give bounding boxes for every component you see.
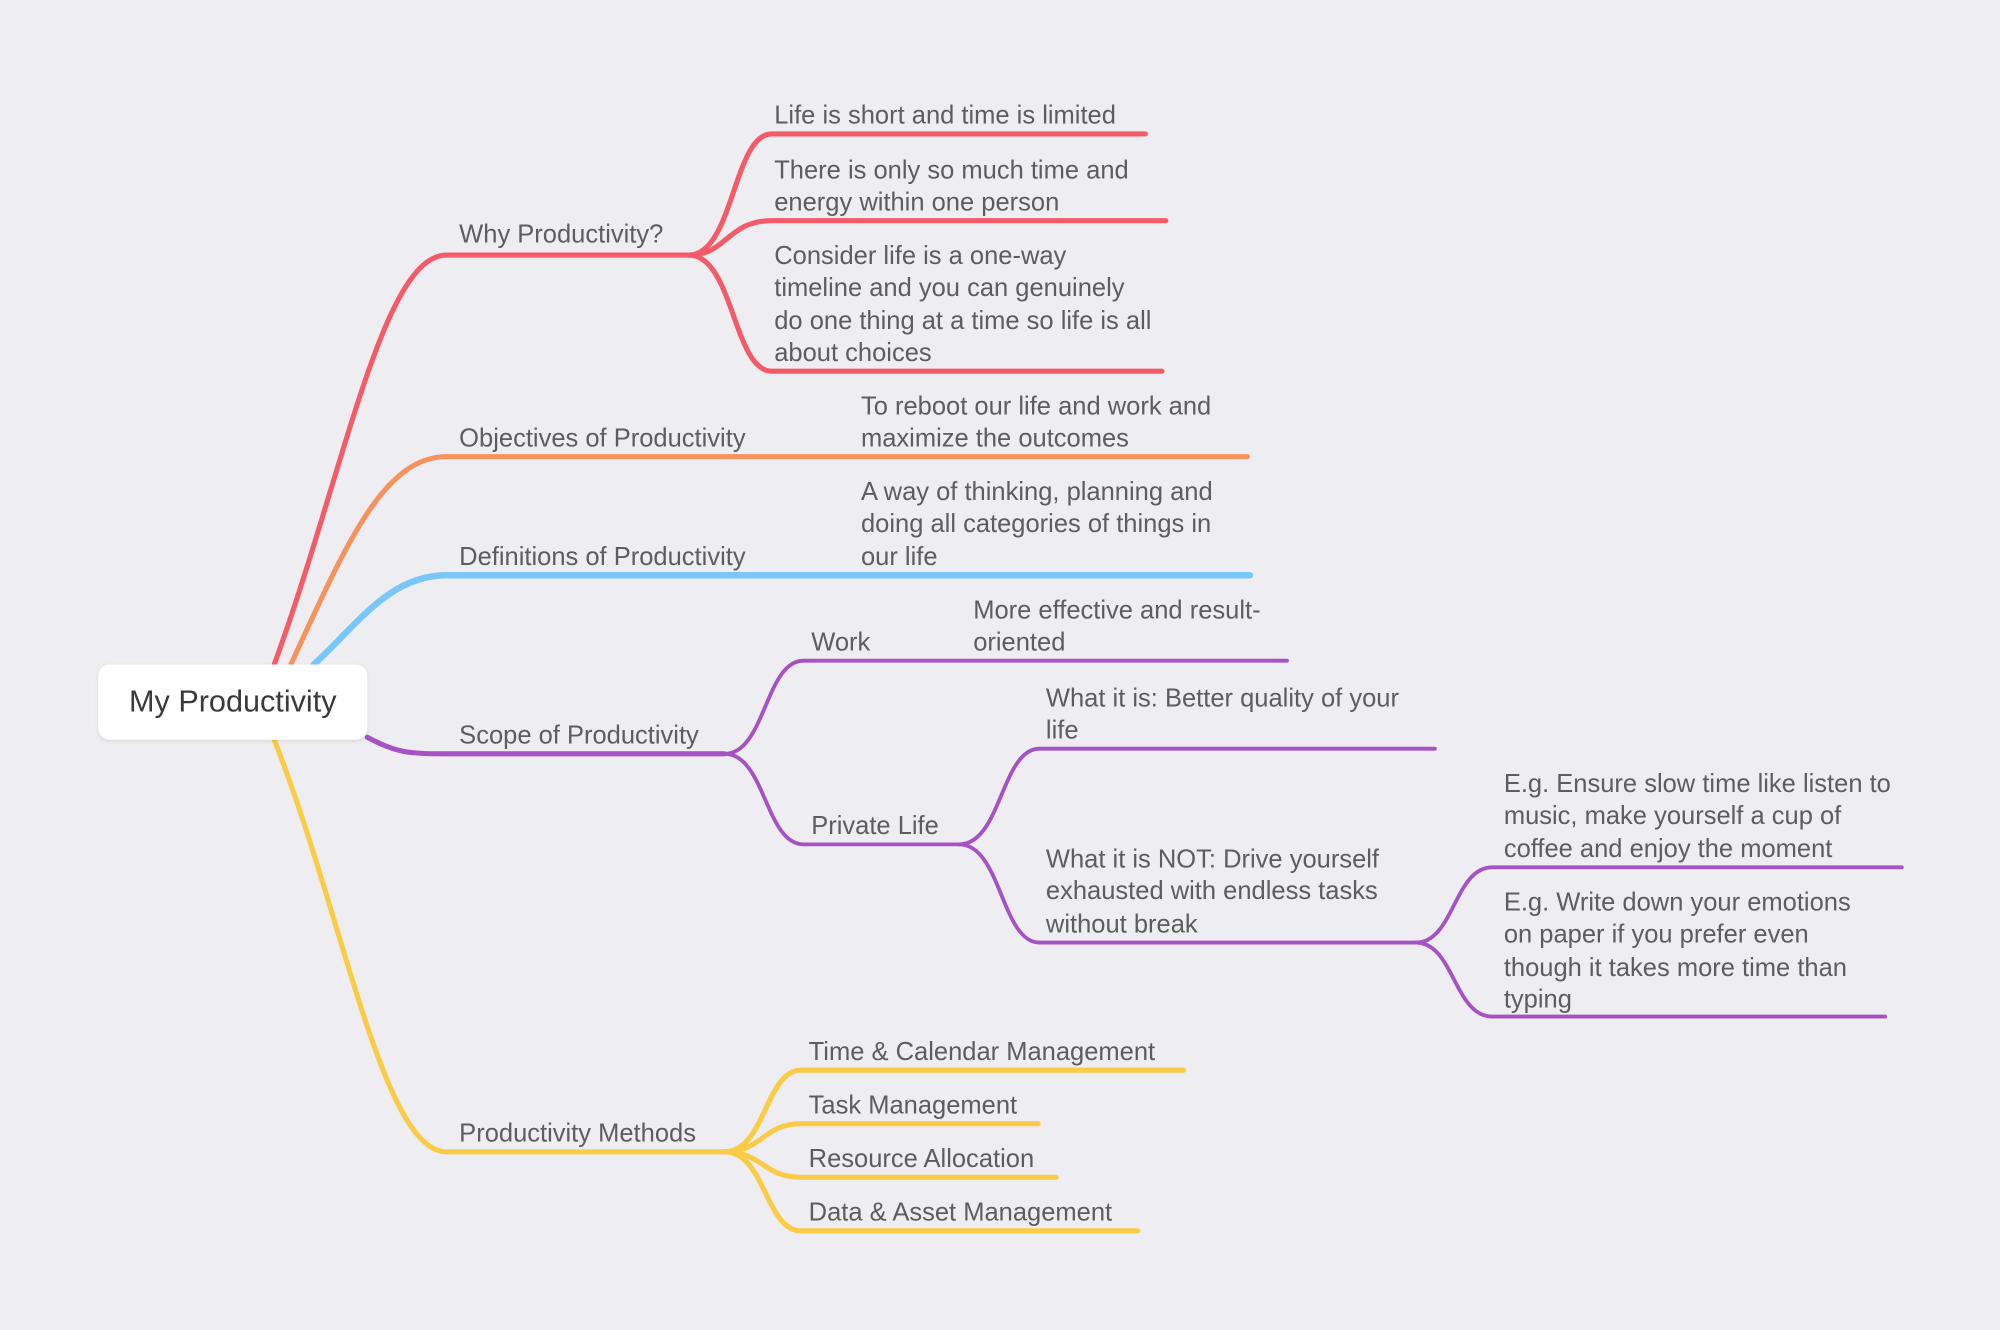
why-item[interactable]: There is only so much time and energy wi… bbox=[774, 156, 1129, 218]
root-node[interactable]: My Productivity bbox=[98, 664, 368, 740]
method-item[interactable]: Data & Asset Management bbox=[808, 1198, 1113, 1228]
is-connector bbox=[957, 746, 1437, 847]
method-item[interactable]: Resource Allocation bbox=[808, 1145, 1035, 1174]
why-item[interactable]: Life is short and time is limited bbox=[774, 102, 1116, 131]
scope-main-connector bbox=[364, 734, 728, 757]
private-example[interactable]: E.g. Ensure slow time like listen to mus… bbox=[1503, 770, 1891, 863]
why-main-connector bbox=[271, 252, 692, 668]
work-item[interactable]: More effective and result-oriented bbox=[973, 596, 1261, 658]
objectives-item[interactable]: To reboot our life and work and maximize… bbox=[860, 392, 1212, 454]
private-connector bbox=[722, 751, 962, 847]
definitions-main-connector bbox=[310, 572, 1254, 668]
methods-branch-lines bbox=[271, 737, 1187, 1234]
branch-methods[interactable]: Productivity Methods bbox=[459, 1119, 696, 1148]
method-item[interactable]: Task Management bbox=[808, 1091, 1018, 1120]
example-1-connector bbox=[1413, 865, 1904, 945]
example-2-connector bbox=[1413, 940, 1888, 1019]
method-item[interactable]: Time & Calendar Management bbox=[808, 1038, 1156, 1067]
scope-branch-lines bbox=[364, 658, 1904, 1019]
work-connector bbox=[722, 658, 1289, 756]
branch-scope[interactable]: Scope of Productivity bbox=[459, 721, 699, 750]
private-example[interactable]: E.g. Write down your emotions on paper i… bbox=[1503, 889, 1851, 1014]
definitions-branch-lines bbox=[310, 572, 1254, 668]
why-item-1-connector bbox=[686, 131, 1148, 258]
branch-definitions[interactable]: Definitions of Productivity bbox=[459, 543, 746, 572]
objectives-branch-lines bbox=[288, 454, 1250, 668]
why-item[interactable]: Consider life is a one-way timeline and … bbox=[774, 242, 1152, 368]
is-not-connector bbox=[957, 842, 1418, 945]
branch-why[interactable]: Why Productivity? bbox=[459, 220, 664, 249]
branch-objectives[interactable]: Objectives of Productivity bbox=[459, 424, 746, 453]
methods-main-connector bbox=[271, 737, 728, 1155]
scope-private-life[interactable]: Private Life bbox=[811, 812, 939, 841]
private-what-it-is-not[interactable]: What it is NOT: Drive yourself exhausted… bbox=[1045, 845, 1380, 939]
why-item-3-connector bbox=[686, 252, 1165, 374]
objectives-main-connector bbox=[288, 454, 1250, 668]
why-branch-lines bbox=[271, 131, 1169, 668]
why-item-2-connector bbox=[686, 218, 1169, 258]
method-4-connector bbox=[721, 1149, 1141, 1234]
definitions-item[interactable]: A way of thinking, planning and doing al… bbox=[860, 478, 1213, 571]
scope-work[interactable]: Work bbox=[811, 628, 871, 657]
private-what-it-is[interactable]: What it is: Better quality of your life bbox=[1045, 684, 1399, 746]
